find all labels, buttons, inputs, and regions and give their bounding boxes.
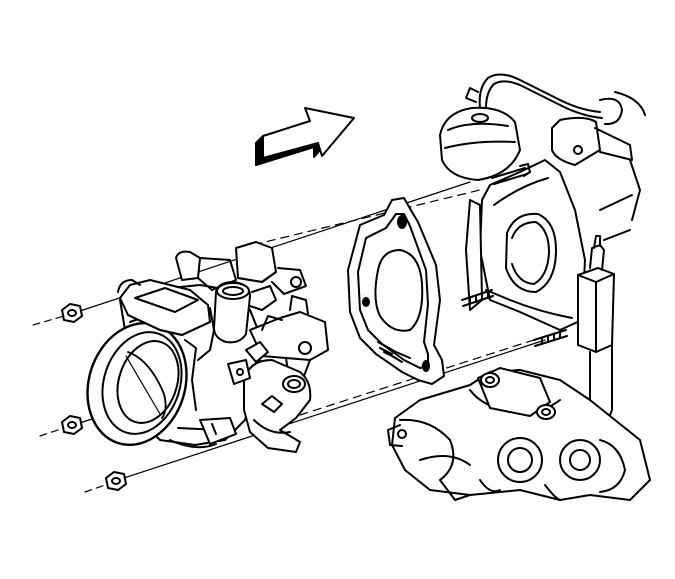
nut-lower — [105, 471, 127, 491]
throttle-body — [86, 241, 329, 453]
nut-upper — [61, 303, 83, 323]
throttle-body-gasket — [347, 197, 445, 385]
stud-lower — [533, 329, 568, 347]
mounting-studs — [461, 289, 568, 347]
nut-middle — [61, 415, 83, 435]
direction-arrow-icon — [255, 107, 355, 166]
stud-upper — [461, 289, 494, 307]
intake-manifold — [387, 73, 651, 501]
mounting-nuts — [61, 303, 127, 491]
